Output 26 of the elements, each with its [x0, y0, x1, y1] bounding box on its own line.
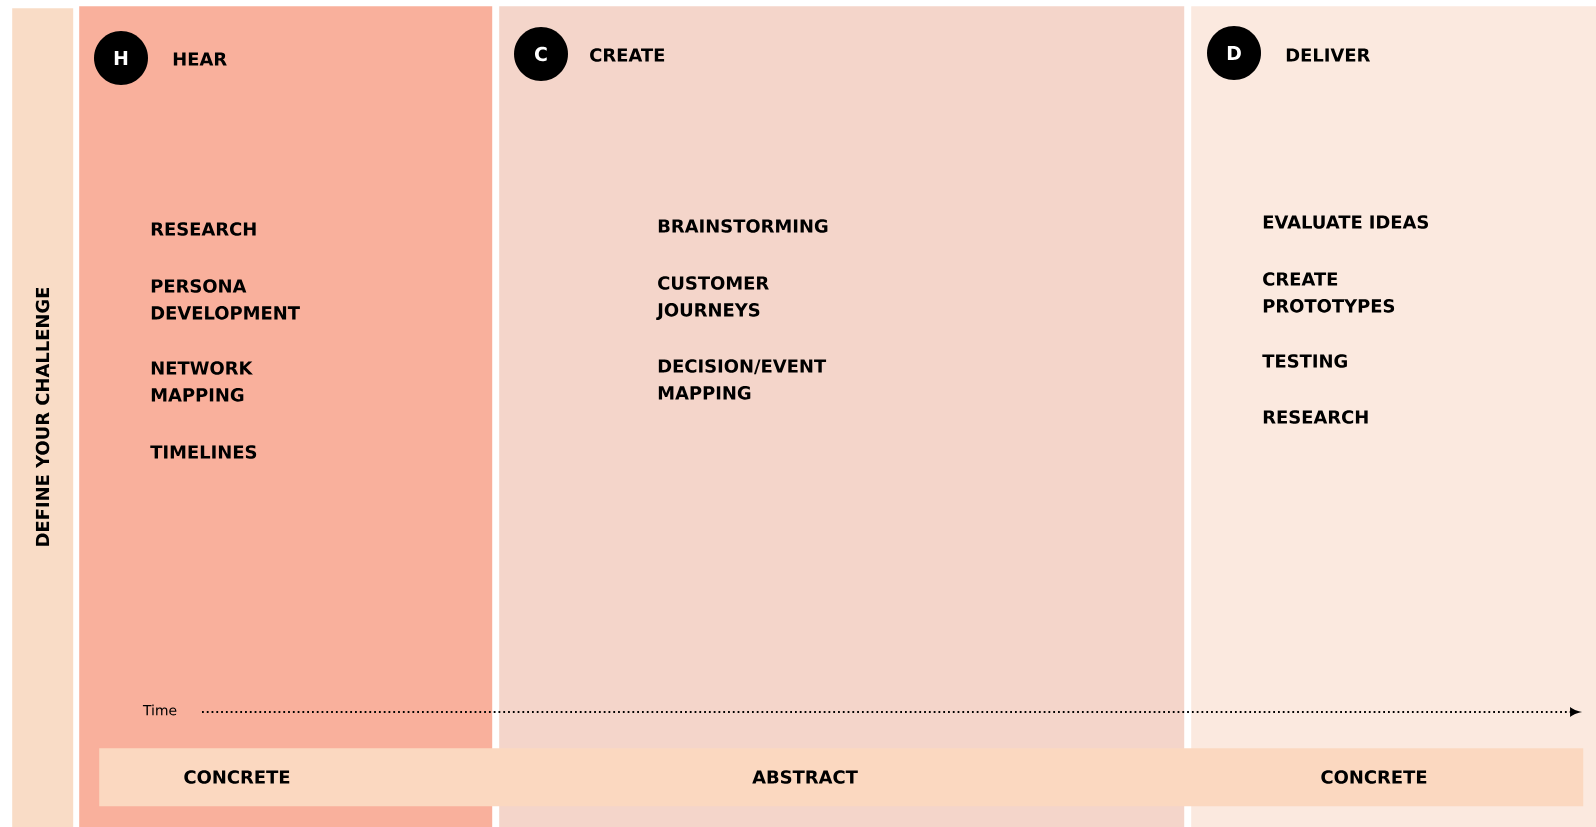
method-item: DECISION/EVENT MAPPING: [658, 359, 827, 400]
method-item: CREATE PROTOTYPES: [1263, 272, 1395, 313]
phase-heading: DELIVER: [1286, 48, 1371, 62]
method-item: EVALUATE IDEAS: [1263, 215, 1429, 229]
phase-heading: CREATE: [590, 48, 665, 62]
letter-badge: H: [94, 31, 148, 85]
phase-heading: HEAR: [173, 52, 227, 66]
method-item: BRAINSTORMING: [658, 219, 828, 233]
method-item: RESEARCH: [1263, 410, 1368, 424]
method-item: RESEARCH: [151, 222, 256, 236]
bottom-bar: [99, 748, 1584, 807]
letter-badge: D: [1207, 26, 1261, 80]
method-item: CUSTOMER JOURNEYS: [656, 276, 769, 320]
method-item: TIMELINES: [150, 445, 257, 459]
letter-badge: C: [514, 27, 568, 81]
method-item: TESTING: [1262, 354, 1347, 368]
bar-label: ABSTRACT: [752, 770, 858, 784]
bar-label: CONCRETE: [1321, 770, 1427, 784]
phase-column: [499, 6, 1185, 827]
bar-label: CONCRETE: [184, 770, 290, 784]
side-band: [12, 8, 74, 827]
method-item: PERSONA DEVELOPMENT: [151, 279, 300, 320]
vertical-heading: DEFINE YOUR CHALLENGE: [35, 287, 50, 546]
method-item: NETWORK MAPPING: [151, 361, 253, 402]
phase-column: [1191, 6, 1596, 827]
phase-column: [79, 6, 493, 827]
